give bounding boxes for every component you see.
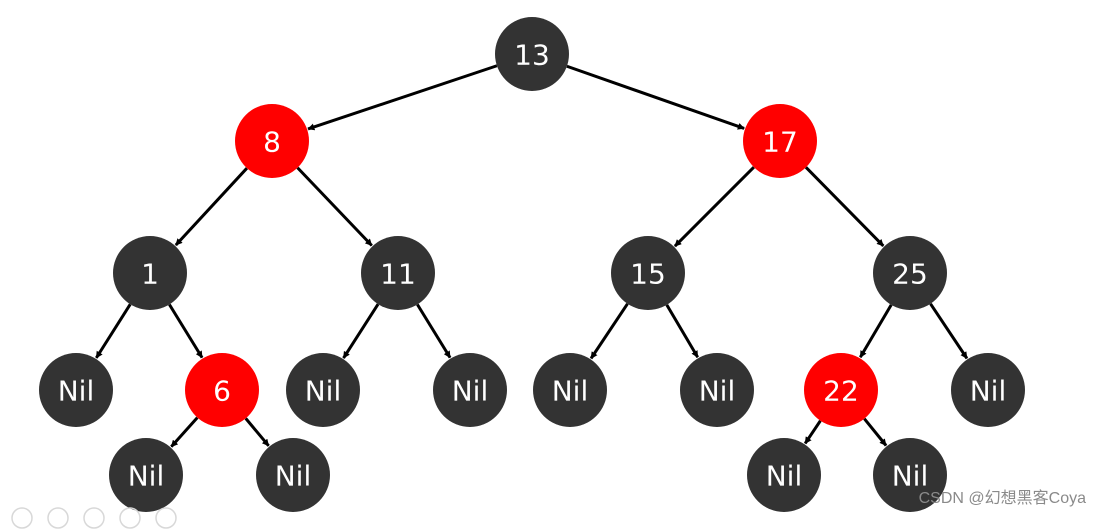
black-node-circle — [747, 438, 821, 512]
edge-n11-to-nil2 — [342, 303, 380, 359]
node-label: 15 — [630, 258, 666, 291]
tree-node-nil8: Nil — [256, 438, 330, 512]
black-node-circle — [256, 438, 330, 512]
tree-node-nil10: Nil — [873, 438, 947, 512]
edge-n17-to-n15 — [673, 166, 755, 248]
node-label: Nil — [128, 460, 165, 493]
edge-n1-to-n6 — [168, 303, 204, 359]
black-node-circle — [39, 353, 113, 427]
edge-n15-to-nil4 — [589, 302, 629, 360]
tree-node-nil3: Nil — [433, 353, 507, 427]
edge-n1-to-nil1 — [95, 303, 132, 359]
node-label: Nil — [58, 375, 95, 408]
tree-node-nil6: Nil — [951, 353, 1025, 427]
tree-node-nil4: Nil — [533, 353, 607, 427]
edge-n13-to-n8 — [307, 64, 498, 131]
node-label: 6 — [213, 375, 231, 408]
node-label: 17 — [762, 126, 798, 159]
node-label: 11 — [380, 258, 416, 291]
node-label: 8 — [263, 126, 281, 159]
edge-n22-to-nil9 — [803, 419, 822, 445]
edge-n25-to-n22 — [859, 304, 893, 359]
node-label: Nil — [970, 375, 1007, 408]
black-node-circle — [113, 236, 187, 310]
black-node-circle — [873, 236, 947, 310]
node-label: Nil — [699, 375, 736, 408]
edge-n13-to-n17 — [566, 64, 745, 130]
tree-edges — [95, 64, 969, 448]
black-node-circle — [286, 353, 360, 427]
black-node-circle — [873, 438, 947, 512]
tree-node-n25: 25 — [873, 236, 947, 310]
tree-node-n1: 1 — [113, 236, 187, 310]
node-label: Nil — [552, 375, 589, 408]
red-node-circle — [185, 353, 259, 427]
black-node-circle — [495, 17, 569, 91]
tree-node-n13: 13 — [495, 17, 569, 91]
edge-n11-to-nil3 — [416, 303, 452, 359]
edge-n22-to-nil10 — [863, 417, 888, 447]
node-label: Nil — [452, 375, 489, 408]
tree-node-nil7: Nil — [109, 438, 183, 512]
node-label: Nil — [892, 460, 929, 493]
black-node-circle — [680, 353, 754, 427]
tree-node-n15: 15 — [611, 236, 685, 310]
red-node-circle — [804, 353, 878, 427]
node-label: 25 — [892, 258, 928, 291]
black-node-circle — [109, 438, 183, 512]
edge-n15-to-nil5 — [665, 304, 699, 359]
tree-node-nil9: Nil — [747, 438, 821, 512]
edge-n8-to-n1 — [174, 167, 248, 247]
node-label: 13 — [514, 39, 550, 72]
tree-node-n6: 6 — [185, 353, 259, 427]
edge-n6-to-nil8 — [244, 417, 270, 447]
node-label: Nil — [766, 460, 803, 493]
watermark-text: CSDN @幻想黑客Coya — [918, 490, 1086, 507]
node-label: Nil — [275, 460, 312, 493]
edge-n6-to-nil7 — [170, 416, 199, 448]
edge-n17-to-n25 — [804, 166, 885, 247]
node-label: 22 — [823, 375, 859, 408]
tree-node-nil1: Nil — [39, 353, 113, 427]
black-node-circle — [611, 236, 685, 310]
decorative-corner-icons — [11, 507, 177, 529]
tree-node-n22: 22 — [804, 353, 878, 427]
red-node-circle — [235, 104, 309, 178]
black-node-circle — [951, 353, 1025, 427]
node-label: 1 — [141, 258, 159, 291]
red-node-circle — [743, 104, 817, 178]
tree-node-n8: 8 — [235, 104, 309, 178]
tree-node-nil5: Nil — [680, 353, 754, 427]
black-node-circle — [361, 236, 435, 310]
tree-node-n11: 11 — [361, 236, 435, 310]
edge-n25-to-nil6 — [929, 302, 969, 360]
black-node-circle — [433, 353, 507, 427]
tree-node-nil2: Nil — [286, 353, 360, 427]
black-node-circle — [533, 353, 607, 427]
edge-n8-to-n11 — [296, 166, 373, 247]
tree-node-n17: 17 — [743, 104, 817, 178]
node-label: Nil — [305, 375, 342, 408]
